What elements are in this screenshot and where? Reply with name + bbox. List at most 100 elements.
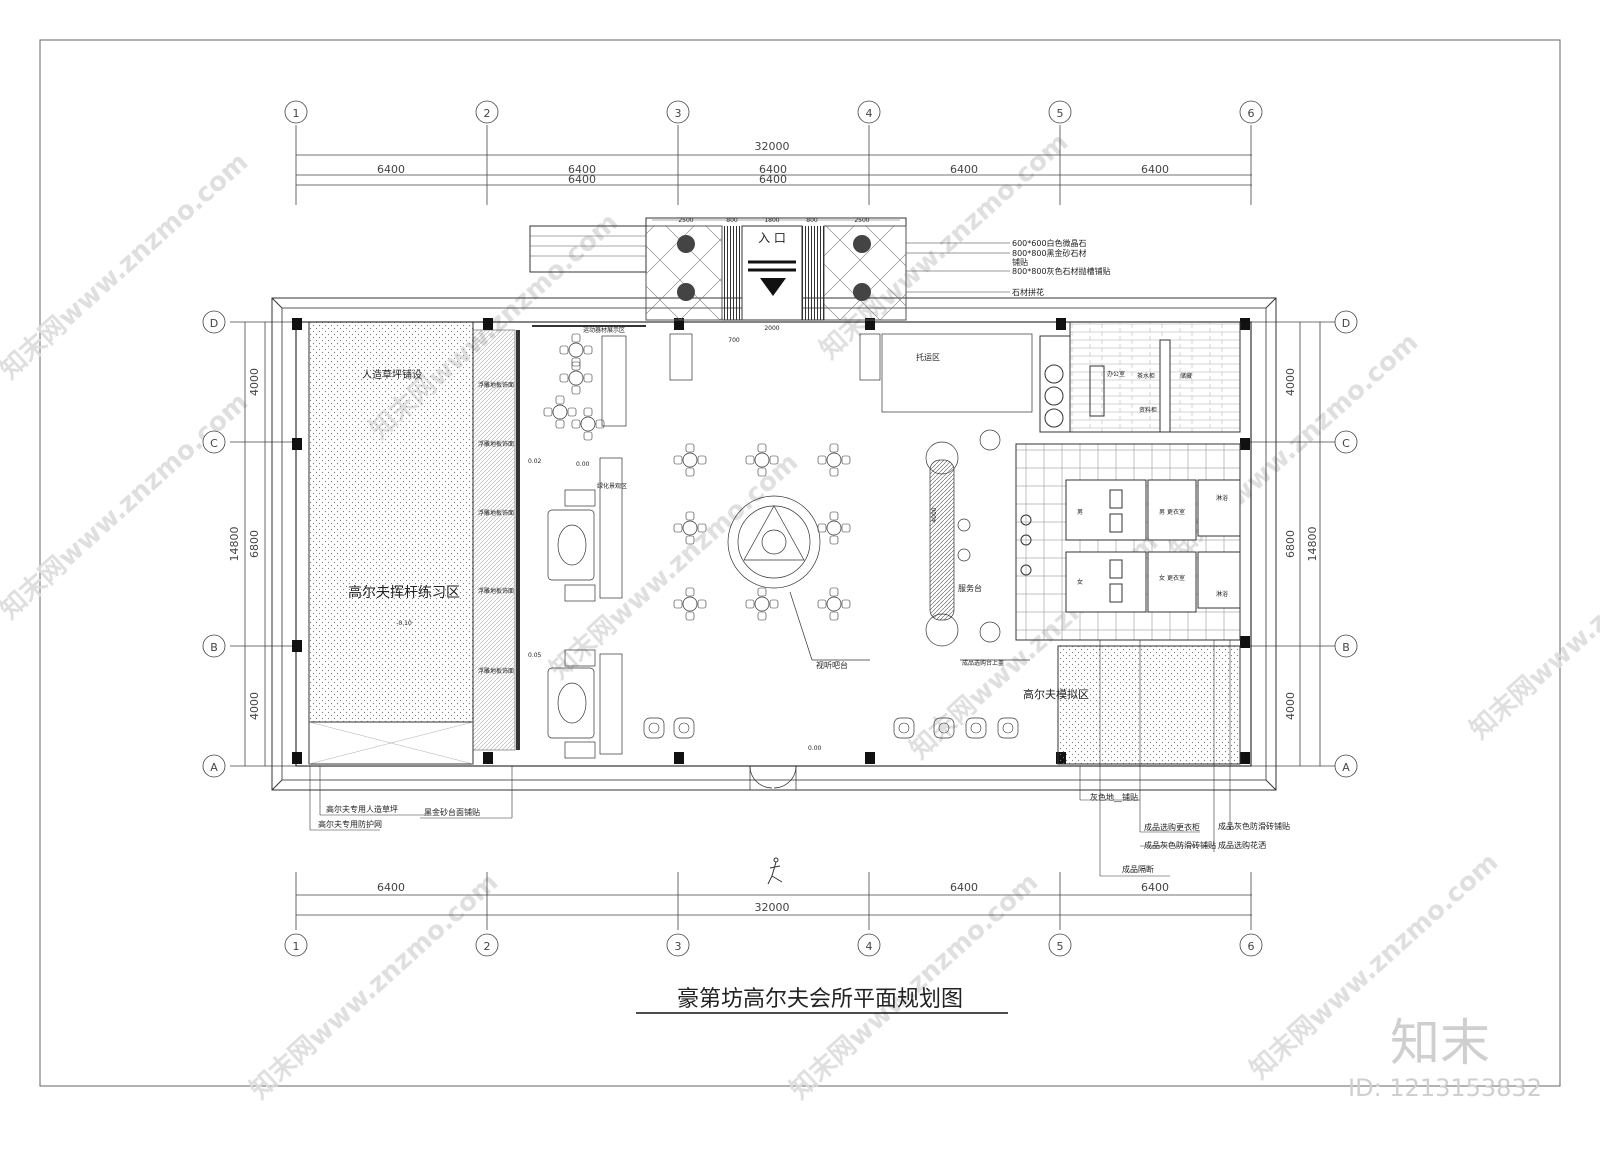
service-desk-label: 服务台	[958, 583, 982, 593]
dim-v: 6800	[1284, 530, 1297, 558]
axis-label: 2	[484, 107, 491, 120]
dim-bay: 6400	[377, 881, 405, 894]
entrance-note: 石材拼花	[1012, 287, 1044, 297]
left-dimension-chain	[230, 321, 300, 767]
bottom-dimension-chain	[295, 872, 1252, 930]
level: -0.10	[396, 620, 412, 627]
dim-v-total: 14800	[228, 527, 241, 562]
table-cluster	[817, 587, 851, 621]
office-block	[1039, 321, 1241, 433]
dim-bay: 6400	[950, 163, 978, 176]
entrance-label: 入 口	[758, 231, 786, 245]
note: 高尔夫专用人造草坪	[326, 804, 398, 814]
floor-decor-label: 浮雕地板饰面	[478, 667, 514, 675]
axis-label: C	[1342, 437, 1350, 450]
axis-label: 3	[675, 940, 682, 953]
dim-bay: 6400	[950, 881, 978, 894]
table-cluster	[745, 443, 779, 477]
structural-columns	[292, 318, 1250, 764]
lounge-chair	[893, 717, 915, 739]
table-cluster	[673, 587, 707, 621]
lounge-chair	[997, 717, 1019, 739]
watermark-text: 知末网www.znzmo.com	[0, 147, 254, 385]
axis-label: B	[210, 641, 218, 654]
dim-4000: 4000	[931, 507, 938, 522]
top-axis-bubbles	[284, 100, 1263, 124]
note: 灰色地__铺贴	[1090, 792, 1138, 802]
note: 成品选购花洒	[1218, 840, 1266, 850]
dim-total-top: 32000	[755, 140, 790, 153]
shower-label: 淋浴	[1216, 590, 1228, 598]
axis-label: D	[1342, 317, 1350, 330]
table-cluster	[673, 511, 707, 545]
dim-entry: 800	[806, 217, 818, 224]
dim-bay: 6400	[568, 173, 596, 186]
service-desk	[925, 429, 1030, 661]
level: 0.00	[808, 745, 822, 752]
dim-v: 4000	[248, 692, 261, 720]
golf-sim-label: 高尔夫模拟区	[1023, 687, 1089, 701]
axis-label: 5	[1057, 107, 1064, 120]
axis-label: A	[210, 761, 218, 774]
chair-seat	[898, 722, 910, 734]
notes-bottom-left-leaders	[309, 766, 513, 831]
chair-seat	[938, 722, 950, 734]
note: 成品选购更衣柜	[1144, 822, 1200, 832]
drawing-title: 豪第坊高尔夫会所平面规划图	[677, 987, 963, 1012]
brand-logo: 知末	[1390, 1014, 1490, 1072]
dim-entry: 2500	[854, 217, 869, 224]
watermark-text: 知末网www.znzmo.com	[1465, 507, 1600, 745]
dining-table-clusters	[543, 333, 851, 621]
shelf-label: 资料柜	[1139, 406, 1157, 414]
axis-label: 4	[866, 940, 873, 953]
chair-seat	[970, 722, 982, 734]
entrance-note: 600*600白色微晶石	[1012, 238, 1087, 248]
golf-practice-label: 高尔夫挥杆练习区	[348, 584, 460, 601]
axis-label: 1	[293, 940, 300, 953]
dim-bay: 6400	[1141, 163, 1169, 176]
restroom-block	[1015, 443, 1241, 641]
chair-seat	[648, 722, 660, 734]
floor-decor-label: 浮雕地板饰面	[478, 381, 514, 389]
tea-label: 茶水柜	[1137, 372, 1155, 380]
axis-label: 4	[866, 107, 873, 120]
dim-entry: 2500	[678, 217, 693, 224]
axis-label: 3	[675, 107, 682, 120]
table-cluster	[559, 333, 593, 367]
storage-label: 托运区	[916, 352, 940, 362]
shower-label: 淋浴	[1216, 494, 1228, 502]
dim-bay: 6400	[759, 173, 787, 186]
watermark-text: 知末网www.znzmo.com	[0, 387, 254, 625]
counter-label: 成品选购台上盖	[962, 659, 1004, 667]
floor-decor-label: 浮雕地板饰面	[478, 440, 514, 448]
lounge-chair	[965, 717, 987, 739]
watermark-text: 知末网www.znzmo.com	[545, 447, 805, 685]
axis-label: C	[210, 437, 218, 450]
dim-v: 4000	[248, 368, 261, 396]
level: 0.05	[528, 652, 542, 659]
axis-label: B	[1342, 641, 1350, 654]
figure-symbol	[767, 857, 783, 885]
dim-v: 6800	[248, 530, 261, 558]
entrance-block	[529, 217, 907, 321]
chair-seat	[678, 722, 690, 734]
table-cluster	[571, 407, 605, 441]
table-cluster	[817, 443, 851, 477]
female-change-label: 女 更衣室	[1159, 574, 1185, 582]
av-bar	[727, 495, 870, 661]
watermark-text: 知末网www.znzmo.com	[245, 867, 505, 1105]
floor-decor-label: 浮雕地板饰面	[478, 509, 514, 517]
bottom-seating-row	[643, 717, 1019, 739]
axis-label: 6	[1248, 107, 1255, 120]
dim-700: 700	[728, 337, 740, 344]
lounge-chair	[643, 717, 665, 739]
id-label: ID: 1213153832	[1348, 1074, 1542, 1102]
lounge-chair	[933, 717, 955, 739]
note: 成品灰色防滑砖铺贴	[1218, 821, 1290, 831]
locker-label: 储藏	[1180, 372, 1192, 380]
lounge-furniture-left	[532, 325, 1033, 759]
floor-decor-label: 浮雕地板饰面	[478, 587, 514, 595]
note: 成品灰色防滑砖铺贴	[1144, 840, 1216, 850]
top-dimension-chain	[295, 125, 1252, 205]
